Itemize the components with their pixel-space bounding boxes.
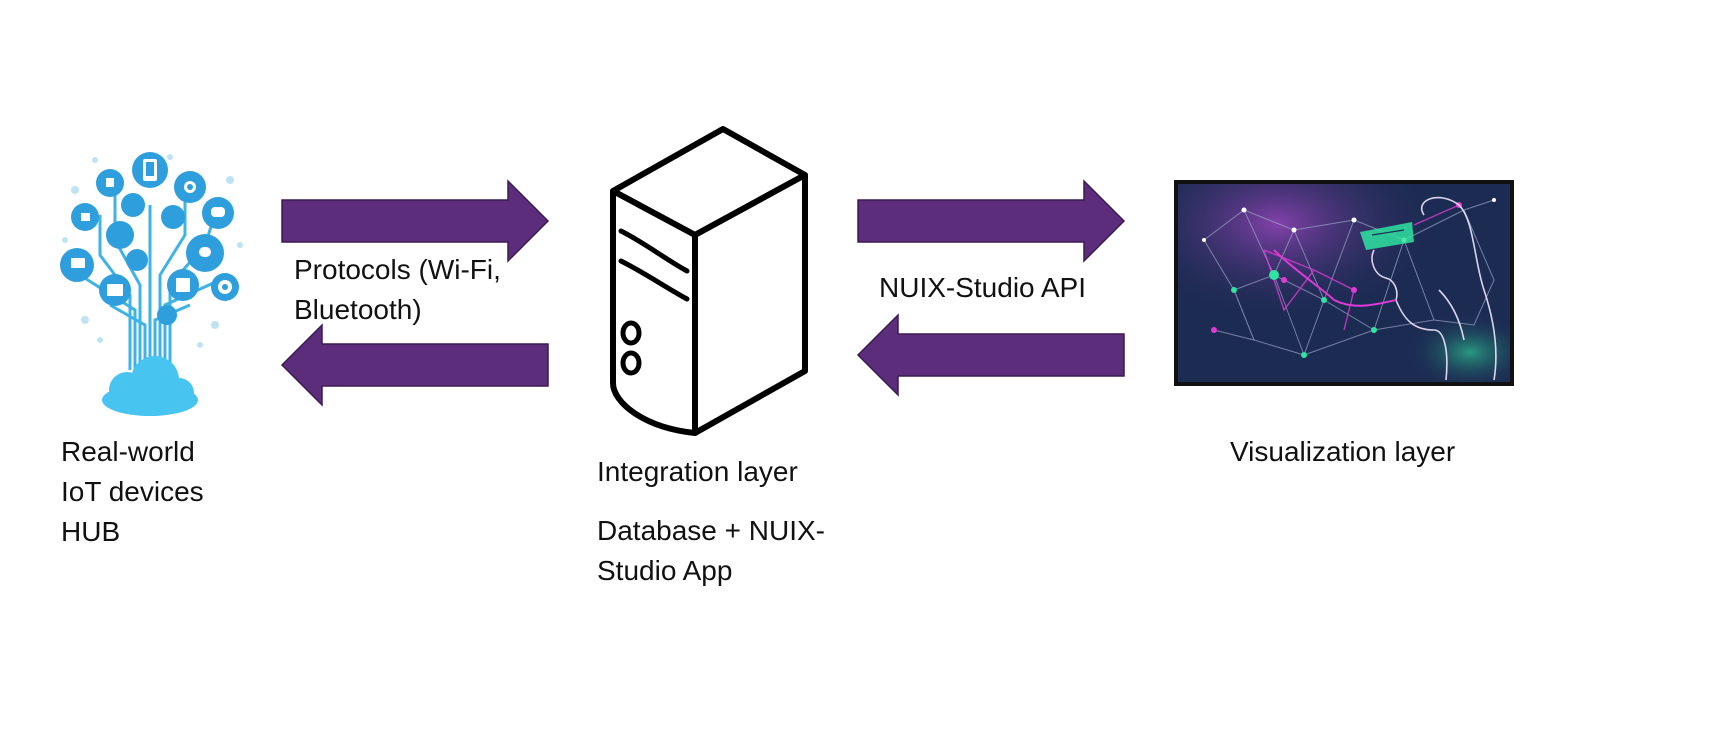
vr-visualization-screen-icon bbox=[1174, 180, 1514, 386]
integration-description-line2: Studio App bbox=[597, 555, 733, 586]
integration-layer-description: Database + NUIX- Studio App bbox=[597, 511, 825, 591]
arrow-to-integration-back bbox=[856, 313, 1125, 397]
iot-hub-label-line2: IoT devices bbox=[61, 476, 204, 507]
arrow-to-integration bbox=[281, 179, 550, 263]
protocols-label-line2: Bluetooth) bbox=[294, 294, 422, 325]
integration-description-line1: Database + NUIX- bbox=[597, 515, 825, 546]
iot-device-tree-icon bbox=[60, 152, 243, 416]
protocols-label: Protocols (Wi-Fi, Bluetooth) bbox=[294, 250, 501, 330]
iot-hub-label-line1: Real-world bbox=[61, 436, 195, 467]
protocols-label-line1: Protocols (Wi-Fi, bbox=[294, 254, 501, 285]
visualization-layer-label: Visualization layer bbox=[1230, 436, 1456, 467]
api-label: NUIX-Studio API bbox=[879, 272, 1086, 303]
arrow-to-iot bbox=[280, 323, 549, 407]
server-tower-icon bbox=[610, 126, 808, 436]
integration-layer-title: Integration layer bbox=[597, 456, 798, 487]
iot-hub-label-line3: HUB bbox=[61, 516, 121, 547]
arrow-to-visualization bbox=[857, 179, 1126, 263]
iot-hub-label: Real-world IoT devices HUB bbox=[61, 432, 204, 552]
